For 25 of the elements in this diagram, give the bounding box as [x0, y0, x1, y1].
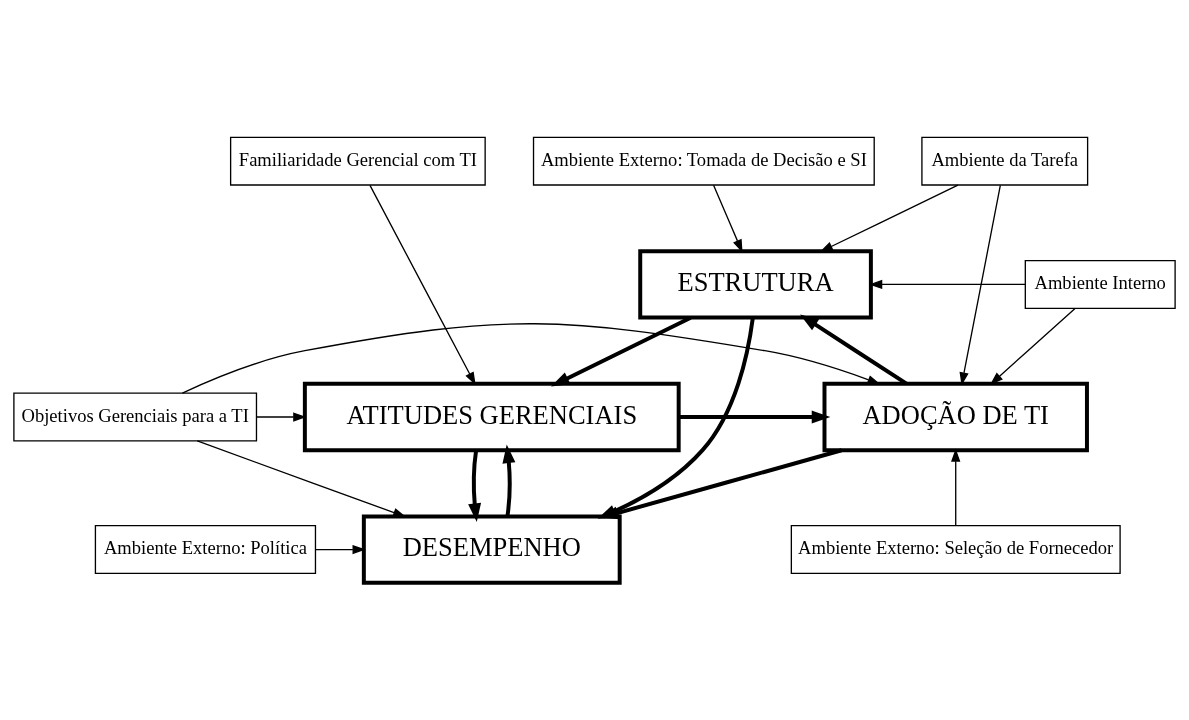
node-box: ADOÇÃO DE TI [822, 381, 1089, 453]
arrow [468, 450, 482, 522]
node-box: ESTRUTURA [638, 249, 873, 320]
arrow [800, 314, 908, 386]
node-box: Ambiente Interno [1024, 259, 1176, 309]
arrow [989, 307, 1076, 385]
arrow [181, 323, 881, 394]
node-box: Ambiente Externo: Tomada de Decisão e SI [532, 136, 875, 186]
node-box: Ambiente da Tarefa [921, 136, 1089, 186]
node-box: Ambiente Externo: Política [94, 525, 317, 575]
arrow [196, 440, 407, 518]
arrow [678, 410, 831, 424]
arrow [951, 448, 961, 527]
node-box: Objetivos Gerenciais para a TI [13, 392, 258, 442]
arrow [869, 279, 1026, 290]
node-box: DESEMPENHO [361, 514, 622, 585]
arrow [712, 184, 743, 253]
node-box: Ambiente Externo: Seleção de Fornecedor [790, 525, 1121, 575]
arrow [959, 184, 1001, 386]
arrow [502, 444, 516, 517]
arrow [551, 315, 692, 387]
arrow [314, 544, 366, 555]
node-box: Familiaridade Gerencial com TI [229, 136, 486, 186]
node-box: ATITUDES GERENCIAIS [302, 381, 681, 453]
arrow [819, 184, 959, 253]
